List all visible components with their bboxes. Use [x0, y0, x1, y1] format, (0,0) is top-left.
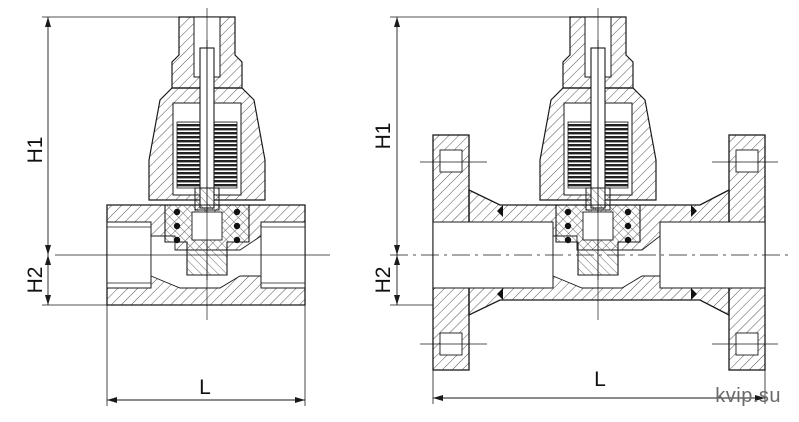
dimension-l-label: L — [199, 376, 211, 399]
dimension-h1-label: H1 — [24, 137, 47, 164]
dimension-h1-label: H1 — [372, 123, 395, 150]
dimension-h2-label: H2 — [24, 267, 47, 294]
watermark: kvip.su — [715, 385, 781, 407]
dimension-l-label: L — [594, 368, 606, 391]
threaded-valve-view: H1 H2 L — [24, 8, 330, 406]
flanged-valve-view: H1 H2 L — [372, 8, 790, 404]
dimension-h2-label: H2 — [372, 267, 395, 294]
